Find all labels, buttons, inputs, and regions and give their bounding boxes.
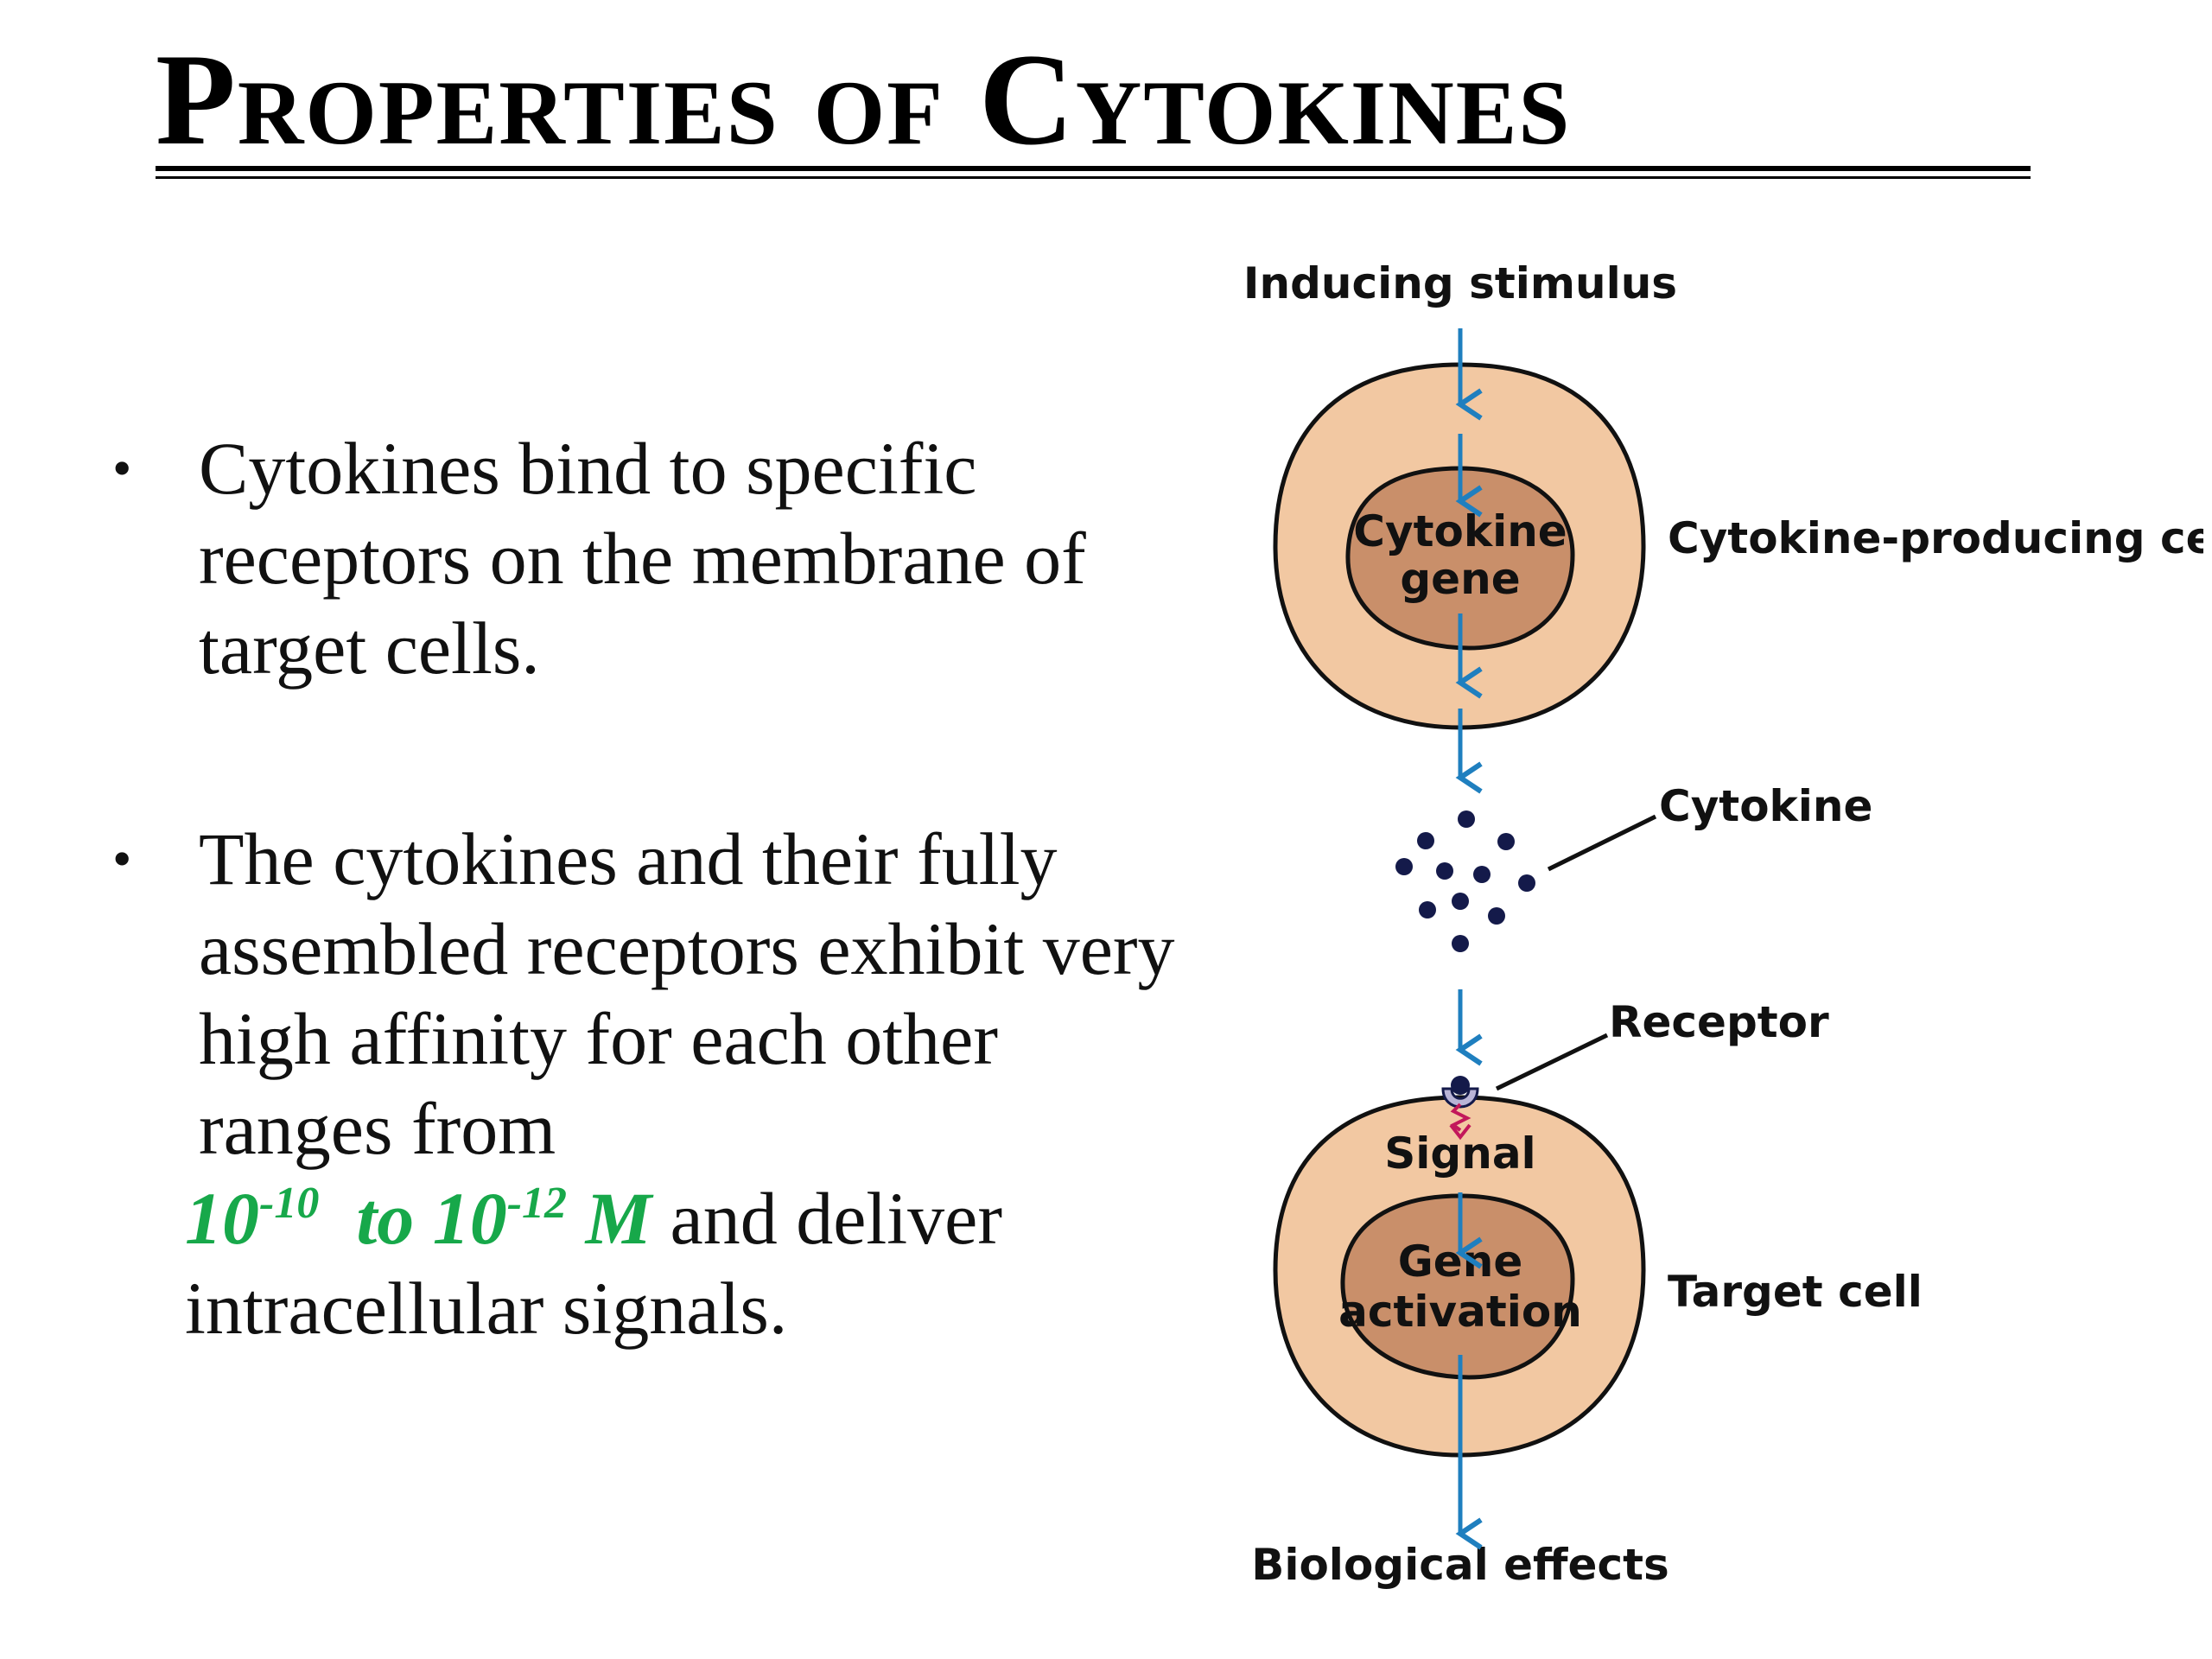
label-target-cell: Target cell (1668, 1267, 1923, 1317)
cytokine-dot (1395, 858, 1413, 875)
slide-title: Properties of Cytokines (156, 24, 2039, 175)
cytokine-dot (1436, 862, 1453, 880)
cytokine-dot (1488, 907, 1505, 925)
cytokine-dot (1417, 832, 1434, 849)
label-receptor: Receptor (1609, 997, 1829, 1047)
leader-line-cytokine (1548, 817, 1656, 869)
bullet-1-text: Cytokines bind to specific receptors on … (199, 427, 1086, 690)
cytokine-dot (1518, 874, 1535, 892)
receptor-icon (1443, 1076, 1478, 1107)
receptor-bound-cytokine (1451, 1076, 1470, 1095)
cytokine-dot (1473, 866, 1491, 883)
label-biological-effects: Biological effects (1251, 1540, 1669, 1590)
range-base-1: 10 (185, 1177, 259, 1260)
range-exponent-2: -12 (507, 1179, 567, 1228)
cytokine-dot (1452, 893, 1469, 910)
range-exponent-1: -10 (259, 1179, 319, 1228)
label-cytokine-gene-1: Cytokine (1353, 506, 1567, 556)
affinity-range-line: 10-10 to 10-12 M and deliver intracellul… (185, 1173, 1192, 1353)
cytokine-dot (1452, 935, 1469, 952)
cytokine-signaling-diagram: Inducing stimulus Cytokine-producing cel… (1184, 242, 2203, 1607)
title-underline-thick (156, 166, 2031, 171)
bullet-item-2: • The cytokines and their fully assemble… (112, 814, 1192, 1353)
cytokine-molecules (1395, 810, 1535, 952)
title-underline-thin (156, 176, 2031, 179)
bullet-dot-icon: • (112, 423, 131, 513)
label-cytokine-gene-2: gene (1400, 554, 1520, 604)
label-inducing-stimulus: Inducing stimulus (1243, 258, 1677, 308)
cytokine-dot (1497, 833, 1515, 850)
cytokine-dot (1458, 810, 1475, 828)
bullet-2-text: The cytokines and their fully assembled … (199, 817, 1175, 1170)
label-gene-activation-2: activation (1338, 1287, 1582, 1337)
leader-line-receptor (1497, 1035, 1607, 1089)
label-cytokine: Cytokine (1659, 781, 1872, 831)
cytokine-dot (1419, 901, 1436, 918)
range-base-2: 10 (433, 1177, 507, 1260)
bullet-dot-icon: • (112, 814, 131, 904)
range-unit: M (586, 1177, 652, 1260)
bullet-list: • Cytokines bind to specific receptors o… (112, 423, 1192, 1353)
range-connector: to (356, 1177, 414, 1260)
label-cytokine-producing-cell: Cytokine-producing cell (1668, 513, 2203, 563)
bullet-item-1: • Cytokines bind to specific receptors o… (112, 423, 1192, 693)
affinity-range: 10-10 to 10-12 M (185, 1177, 652, 1260)
